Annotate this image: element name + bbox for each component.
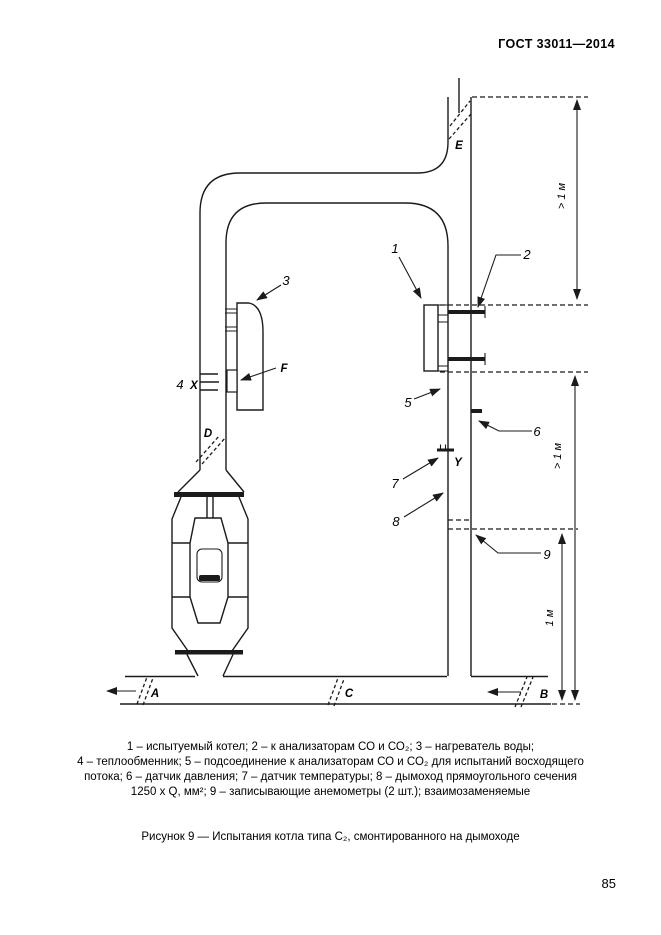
callout-4-label: 4: [176, 377, 183, 392]
connection-f: [226, 369, 238, 393]
callout-leaders: [240, 254, 541, 554]
section-a-mark: [136, 676, 154, 706]
dimension-bottom-label: 1 м: [544, 609, 556, 626]
callout-9-label: 9: [543, 547, 550, 562]
section-y-label: Y: [454, 457, 463, 469]
analyzer-connection-bottom: [448, 357, 485, 361]
callout-6-label: 6: [533, 424, 541, 439]
section-e-label: E: [455, 140, 463, 152]
chimney: [458, 78, 472, 676]
legend-line-1: 1 – испытуемый котел; 2 – к анализаторам…: [126, 741, 535, 753]
callout-3-label: 3: [282, 273, 290, 288]
callout-5-label: 5: [404, 395, 412, 410]
bottom-duct: [120, 675, 551, 705]
flow-arrows: [106, 687, 521, 696]
page-number: 85: [601, 876, 616, 891]
bottom-flange: [175, 650, 243, 655]
section-f-label: F: [280, 363, 288, 375]
pressure-sensor: [471, 409, 482, 413]
legend-line-3: потока; 6 – датчик давления; 7 – датчик …: [84, 771, 577, 783]
section-c-mark: [327, 677, 345, 707]
section-x-label: X: [189, 380, 199, 392]
water-heater: [225, 302, 264, 411]
section-e-mark: [448, 100, 472, 140]
section-c-label: C: [345, 688, 354, 700]
dimension-lines: [558, 99, 581, 701]
callout-8-label: 8: [392, 514, 400, 529]
dimension-mid-label: > 1 м: [552, 442, 564, 469]
legend-line-2: 4 – теплообменник; 5 – подсоединение к а…: [77, 756, 584, 768]
figure-caption: Рисунок 9 — Испытания котла типа С₂, смо…: [141, 831, 520, 843]
callout-2-label: 2: [522, 247, 531, 262]
document-header: ГОСТ 33011—2014: [498, 37, 615, 51]
section-a-label: A: [150, 688, 159, 700]
section-b-label: B: [540, 689, 548, 701]
dimension-top-label: > 1 м: [556, 182, 568, 209]
callout-1-label: 1: [391, 241, 398, 256]
flue-bend-pipe: [199, 97, 449, 676]
analyzer-connection-top: [448, 310, 485, 314]
heat-exchanger-fins: [200, 373, 219, 391]
section-break-marks: [136, 100, 534, 708]
callout-7-label: 7: [391, 476, 399, 491]
reference-dashed-lines: [440, 96, 588, 705]
top-flange: [174, 492, 244, 497]
section-b-mark: [514, 676, 534, 708]
figure-legend: 1 – испытуемый котел; 2 – к анализаторам…: [0, 740, 661, 800]
section-d-label: D: [204, 428, 212, 440]
section-d-mark: [195, 434, 227, 465]
fan-motor: [196, 548, 223, 583]
sensors: [437, 409, 482, 452]
boiler-under-test-box: [423, 304, 486, 372]
boiler-unit: [171, 469, 249, 677]
legend-line-4: 1250 x Q, мм²; 9 – записывающие анемомет…: [130, 786, 531, 798]
